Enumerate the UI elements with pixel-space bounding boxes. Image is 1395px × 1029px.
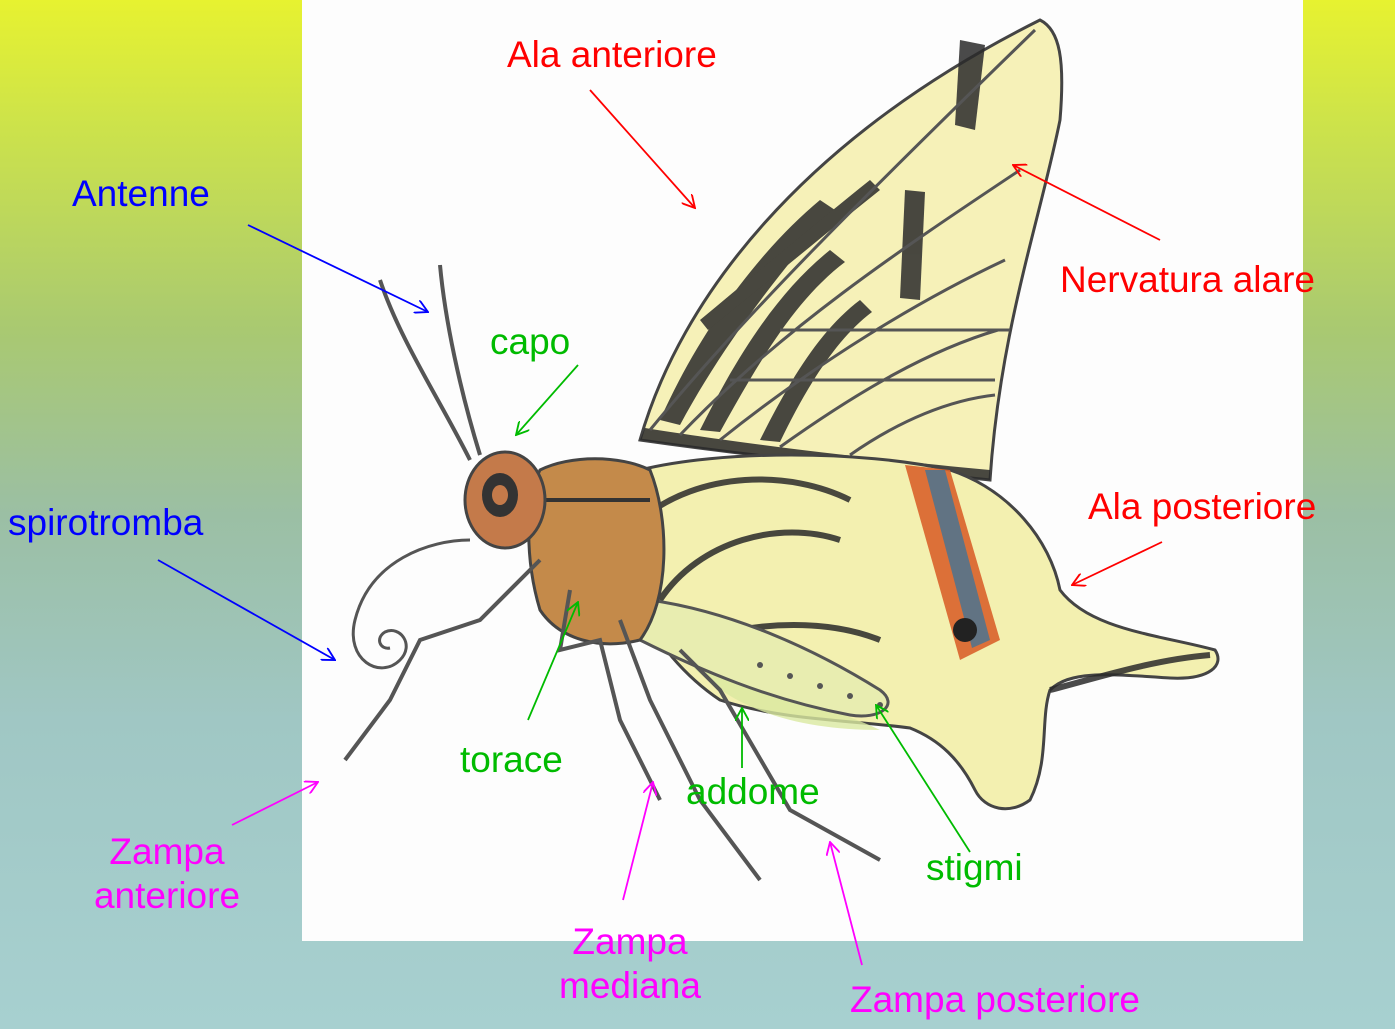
antennae-drawing [380,265,480,460]
label-ala-posteriore: Ala posteriore [1088,485,1316,529]
arrow-antenne [248,225,428,312]
arrow-zampa-anteriore [232,782,318,825]
label-zampa-posteriore: Zampa posteriore [850,978,1140,1022]
arrow-capo [516,365,578,435]
label-ala-anteriore: Ala anteriore [507,33,717,77]
arrow-zampa-mediana [623,782,653,900]
label-stigmi: stigmi [926,846,1023,890]
label-zampa-anteriore: Zampa anteriore [62,830,272,918]
label-addome: addome [686,770,820,814]
label-zampa-anteriore-line1: Zampa [62,830,272,874]
label-zampa-mediana: Zampa mediana [530,920,730,1008]
label-spirotromba: spirotromba [8,501,203,545]
arrow-zampa-posteriore [830,842,862,965]
label-zampa-anteriore-line2: anteriore [62,874,272,918]
label-zampa-mediana-line2: mediana [530,964,730,1008]
label-nervatura-alare: Nervatura alare [1060,258,1315,302]
label-antenne: Antenne [72,172,210,216]
arrow-ala-anteriore [590,90,695,208]
label-torace: torace [460,738,563,782]
arrow-ala-posteriore [1072,542,1162,585]
label-zampa-mediana-line1: Zampa [530,920,730,964]
proboscis-drawing [353,540,470,668]
label-capo: capo [490,320,570,364]
thorax-shape [529,459,664,644]
arrow-spirotromba [158,560,335,660]
